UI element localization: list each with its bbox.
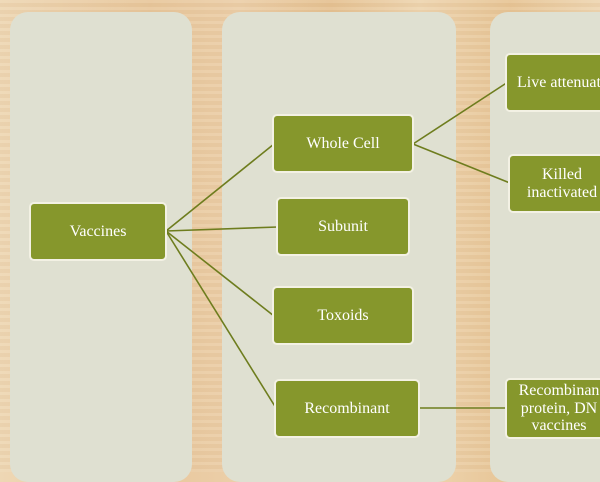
killed-inactivated-label: Killed inactivated	[526, 165, 598, 201]
killed-inactivated-node: Killed inactivated	[508, 154, 600, 213]
connector-lines	[165, 81, 511, 409]
vaccines-node: Vaccines	[29, 202, 167, 261]
live-attenuated-node: Live attenuat	[505, 53, 600, 112]
recombinant-protein-dna-label: Recombinan protein, DN vaccines	[518, 381, 600, 435]
connector-vaccines-toxoids	[165, 230, 275, 317]
connector-vaccines-recombinant	[165, 230, 277, 409]
recombinant-node: Recombinant	[274, 379, 420, 438]
connector-whole-cell-killed	[412, 143, 511, 184]
whole-cell-node: Whole Cell	[272, 114, 414, 173]
subunit-node: Subunit	[276, 197, 410, 256]
live-attenuated-label: Live attenuat	[517, 73, 600, 91]
recombinant-protein-dna-node: Recombinan protein, DN vaccines	[505, 378, 600, 439]
toxoids-node: Toxoids	[272, 286, 414, 345]
connector-whole-cell-live	[412, 81, 509, 145]
connector-vaccines-whole-cell	[165, 143, 275, 232]
connector-vaccines-subunit	[165, 226, 279, 232]
